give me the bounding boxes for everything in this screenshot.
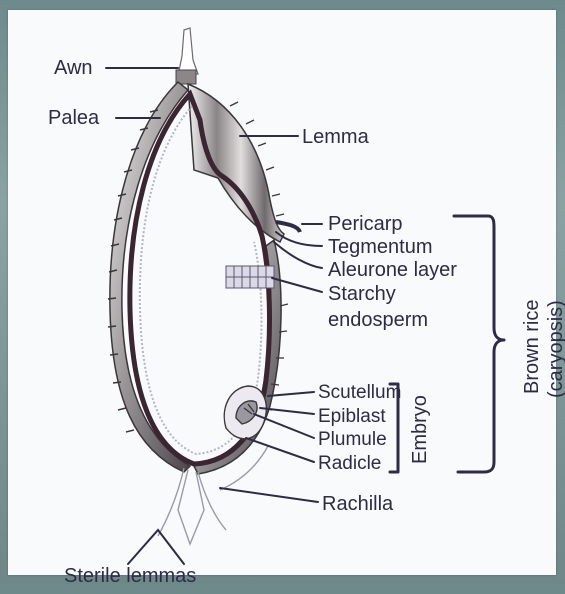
label-awn: Awn bbox=[54, 57, 93, 79]
lemma-shape bbox=[188, 84, 284, 242]
label-caryopsis: (caryopsis) bbox=[545, 300, 565, 398]
endosperm-cells bbox=[226, 266, 274, 288]
sterile-lemmas-leader bbox=[128, 530, 184, 564]
label-radicle: Radicle bbox=[318, 453, 381, 474]
label-endosperm: endosperm bbox=[328, 309, 428, 331]
label-starchy: Starchy bbox=[328, 283, 396, 305]
label-plumule: Plumule bbox=[318, 429, 387, 450]
label-embryo: Embryo bbox=[409, 395, 431, 464]
awn-shape bbox=[178, 28, 198, 76]
label-tegmentum: Tegmentum bbox=[328, 236, 433, 258]
diagram-panel: Awn Palea Lemma Pericarp Tegmentum Aleur… bbox=[8, 10, 556, 575]
label-scutellum: Scutellum bbox=[318, 382, 401, 403]
scutellum-leader bbox=[268, 392, 314, 396]
label-pericarp: Pericarp bbox=[328, 213, 402, 235]
rachilla-leader bbox=[220, 488, 318, 502]
label-rachilla: Rachilla bbox=[322, 493, 394, 515]
label-aleurone-layer: Aleurone layer bbox=[328, 259, 457, 281]
label-lemma: Lemma bbox=[302, 126, 370, 148]
radicle-leader bbox=[246, 438, 314, 462]
brown-rice-brace bbox=[454, 216, 504, 472]
label-brown-rice: Brown rice bbox=[521, 300, 543, 394]
grain-illustration bbox=[108, 28, 300, 544]
label-palea: Palea bbox=[48, 107, 100, 129]
label-epiblast: Epiblast bbox=[318, 406, 386, 427]
rice-grain-diagram: Awn Palea Lemma Pericarp Tegmentum Aleur… bbox=[8, 10, 565, 594]
embryo-shape bbox=[224, 386, 266, 439]
